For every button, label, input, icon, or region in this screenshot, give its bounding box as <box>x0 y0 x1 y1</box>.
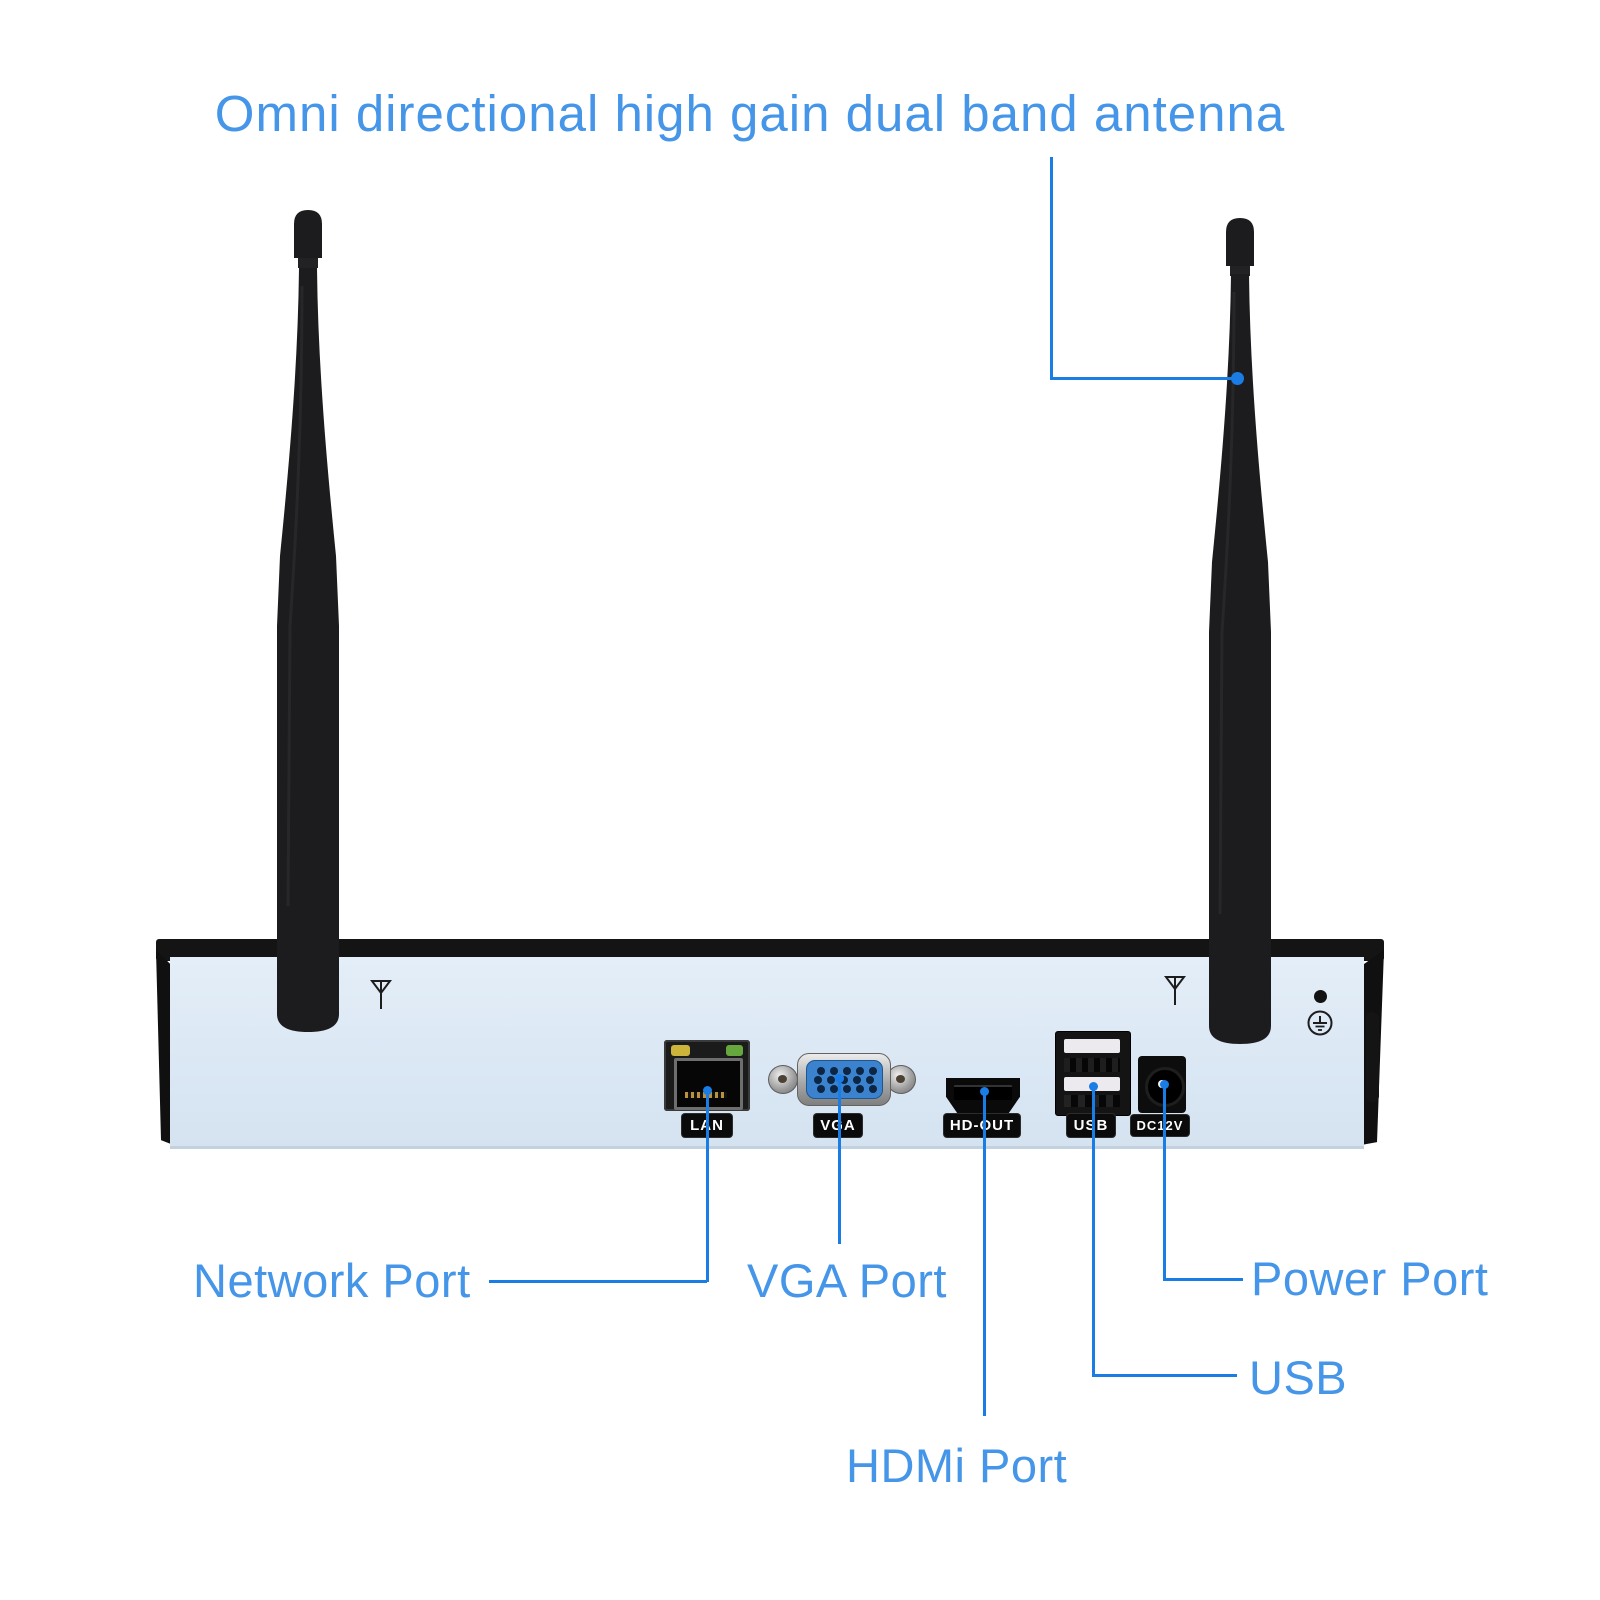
hdmi-callout-line-v <box>983 1091 986 1416</box>
antenna-callout-line-v <box>1050 157 1053 379</box>
vga-pin-hole <box>814 1076 822 1084</box>
usb-callout-line-h <box>1092 1374 1237 1377</box>
right-antenna <box>1209 218 1271 1044</box>
vga-pin-hole <box>827 1076 835 1084</box>
vga-pin-hole <box>869 1067 877 1075</box>
panel-screw-hole <box>1314 990 1327 1003</box>
usb-tongue-top <box>1064 1039 1120 1053</box>
plate-vga: VGA <box>814 1114 862 1137</box>
vga-pin-hole <box>817 1085 825 1093</box>
vga-pin-hole <box>866 1076 874 1084</box>
vga-pin-hole <box>853 1076 861 1084</box>
usb-label: USB <box>1249 1351 1348 1404</box>
protective-earth-icon <box>1307 1010 1333 1036</box>
vga-screw-post <box>768 1065 798 1094</box>
vga-port <box>806 1060 883 1099</box>
lan-callout-line-h <box>489 1280 707 1283</box>
vga-pin-hole <box>840 1076 848 1084</box>
hdmi-port-label: HDMi Port <box>846 1439 1068 1492</box>
power-port-label: Power Port <box>1251 1252 1489 1305</box>
vga-pin-hole <box>856 1085 864 1093</box>
vga-callout-line-v <box>838 1078 841 1244</box>
side-vent-slot <box>1366 1012 1379 1102</box>
plate-hd-out: HD-OUT <box>944 1114 1020 1137</box>
vga-pin-hole <box>830 1067 838 1075</box>
vga-port-label: VGA Port <box>747 1254 947 1307</box>
device-top-edge <box>156 939 1384 961</box>
vga-pin-hole <box>843 1067 851 1075</box>
usb-divider <box>1064 1058 1120 1072</box>
vga-pin-hole <box>830 1085 838 1093</box>
network-port-label: Network Port <box>193 1254 471 1307</box>
power-callout-line-v <box>1163 1084 1166 1281</box>
vga-pin-hole <box>843 1085 851 1093</box>
lan-led-green <box>726 1045 743 1056</box>
diagram-title: Omni directional high gain dual band ant… <box>214 85 1286 142</box>
antenna-symbol-icon <box>1164 976 1186 1005</box>
usb-callout-line-v <box>1092 1086 1095 1377</box>
vga-pin-hole <box>869 1085 877 1093</box>
antenna-callout-line-h <box>1050 377 1237 380</box>
vga-pin-hole <box>856 1067 864 1075</box>
lan-callout-line-v <box>706 1090 709 1282</box>
power-callout-line-h <box>1163 1278 1243 1281</box>
vga-pin-hole <box>817 1067 825 1075</box>
left-antenna <box>277 210 339 1032</box>
plate-usb: USB <box>1067 1114 1115 1137</box>
antenna-symbol-icon <box>370 980 392 1009</box>
plate-dc12v: DC12V <box>1131 1115 1189 1136</box>
lan-led-yellow <box>671 1045 690 1056</box>
antenna-callout-dot <box>1231 372 1244 385</box>
